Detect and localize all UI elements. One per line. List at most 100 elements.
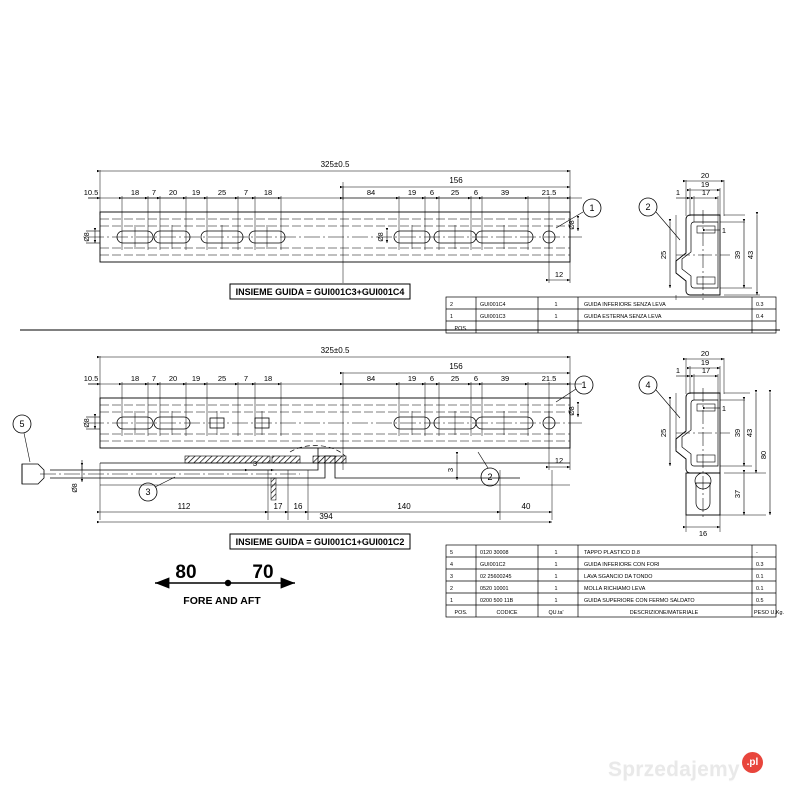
- table-row: 5 0120 30008 1 TAPPO PLASTICO D.8 -: [450, 550, 758, 556]
- table-row: 1 GUI001C3 1 GUIDA ESTERNA SENZA LEVA 0.…: [450, 314, 764, 320]
- balloon-group-bottom: [12, 375, 594, 502]
- cell-desc: GUIDA ESTERNA SENZA LEVA: [584, 314, 662, 320]
- cell-qty: 1: [555, 598, 558, 604]
- sec-top-balloon: 2: [645, 202, 650, 212]
- table-row: 1 0200 500 11B 1 GUIDA SUPERIORE CON FER…: [450, 598, 764, 604]
- watermark-text: Sprzedajemy: [608, 758, 740, 781]
- bot-chain-4: 19: [192, 374, 200, 383]
- aft-value: 70: [252, 562, 273, 583]
- bot-hole-dia-left: Ø8: [84, 418, 91, 427]
- cell-weight: 0.1: [756, 574, 764, 580]
- sec-top-w-mid: 19: [701, 180, 709, 189]
- bot-chain-13: 39: [501, 374, 509, 383]
- cell-desc: GUIDA INFERIORE SENZA LEVA: [584, 302, 666, 308]
- lower-total-dim: 394: [319, 512, 333, 521]
- bot-chain-14: 21.5: [542, 374, 557, 383]
- top-chain-7: 18: [264, 188, 272, 197]
- top-chain-10: 6: [430, 188, 434, 197]
- table-row: 3 02 25600245 1 LAVA SGANCIO DA TONDO 0.…: [450, 574, 764, 580]
- fore-aft-label: FORE AND AFT: [183, 595, 261, 607]
- cell-code: GUI001C4: [480, 302, 505, 308]
- bot-chain-7: 18: [264, 374, 272, 383]
- sec-bot-w-mid: 19: [701, 358, 709, 367]
- sec-bot-h-outer: 43: [745, 429, 754, 437]
- table-row: 4 GUI001C2 1 GUIDA INFERIORE CON FORI 0.…: [450, 562, 764, 568]
- lower-chain-0: 112: [178, 502, 191, 511]
- top-span-dim: 156: [449, 176, 463, 185]
- bot-bottom-dim: 12: [555, 456, 563, 465]
- cell-weight: -: [756, 550, 758, 556]
- lower-chain-4: 40: [522, 502, 531, 511]
- cell-qty: 1: [555, 586, 558, 592]
- table-row: 2 0520 10001 1 MOLLA RICHIAMO LEVA 0.1: [450, 586, 764, 592]
- top-view-title: INSIEME GUIDA = GUI001C3+GUI001C4: [236, 287, 405, 297]
- bot-chain-0: 10.5: [84, 374, 99, 383]
- top-chain-4: 19: [192, 188, 200, 197]
- bot-balloon-3: 3: [145, 487, 150, 497]
- detail-dim-3: 3: [253, 459, 257, 468]
- sec-bot-h-total: 80: [759, 451, 768, 459]
- cell-code: 0520 10001: [480, 586, 508, 592]
- top-bottom-dim: 12: [555, 270, 563, 279]
- section-top-profile: [675, 210, 730, 300]
- cell-weight: 0.4: [756, 314, 764, 320]
- cell-code: 0200 500 11B: [480, 598, 514, 604]
- cell-pos: 2: [450, 302, 453, 308]
- lower-chain-1: 17: [274, 502, 283, 511]
- top-chain-5: 25: [218, 188, 226, 197]
- top-hole-dia-left: Ø8: [84, 232, 91, 241]
- bot-chain-6: 7: [244, 374, 248, 383]
- table-header-row: POS. CODICE QU.ta' DESCRIZIONE/MATERIALE…: [455, 610, 784, 616]
- balloon-2-section: [638, 197, 681, 241]
- table-header-qty: QU.ta': [548, 610, 563, 616]
- table-header-weight: PESO U.Kg.: [754, 610, 784, 616]
- bot-chain-3: 20: [169, 374, 177, 383]
- top-balloon-label: 1: [589, 203, 594, 213]
- cell-pos: 5: [450, 550, 453, 556]
- top-chain-0: 10.5: [84, 188, 99, 197]
- sec-bot-h-left: 25: [659, 429, 668, 437]
- cell-desc: GUIDA SUPERIORE CON FERMO SALDATO: [584, 598, 695, 604]
- sec-bot-w-tab: 16: [699, 529, 707, 538]
- cell-code: 02 25600245: [480, 574, 511, 580]
- cell-pos: 3: [450, 574, 453, 580]
- sec-top-h-left: 25: [659, 251, 668, 259]
- bot-chain-5: 25: [218, 374, 226, 383]
- top-chain-14: 21.5: [542, 188, 557, 197]
- table-header-code: CODICE: [497, 610, 518, 616]
- lower-chain-3: 140: [397, 502, 411, 511]
- top-overall-dim: 325±0.5: [321, 160, 350, 169]
- cell-qty: 1: [555, 550, 558, 556]
- top-view-rail: [88, 211, 582, 263]
- cell-weight: 0.3: [756, 562, 764, 568]
- table-header-pos: POS.: [455, 610, 468, 616]
- sec-top-t-inner: 1: [722, 226, 726, 235]
- sec-top-h-outer: 43: [746, 251, 755, 259]
- fore-aft-arrows: [155, 577, 295, 589]
- sec-bot-t-left: 1: [676, 366, 680, 375]
- cell-qty: 1: [555, 314, 558, 320]
- top-chain-12: 6: [474, 188, 478, 197]
- cell-qty: 1: [555, 562, 558, 568]
- table-row: 2 GUI001C4 1 GUIDA INFERIORE SENZA LEVA …: [450, 302, 764, 308]
- bottom-view-title: INSIEME GUIDA = GUI001C1+GUI001C2: [236, 537, 405, 547]
- sec-bot-h-tab: 37: [733, 490, 742, 498]
- bottom-view-rail: [88, 397, 582, 449]
- bot-balloon-5: 5: [19, 419, 24, 429]
- bot-overall-dim: 325±0.5: [321, 346, 350, 355]
- cell-pos: 1: [450, 598, 453, 604]
- section-bottom-profile: [675, 388, 730, 520]
- watermark-badge: .pl: [742, 752, 763, 773]
- top-chain-3: 20: [169, 188, 177, 197]
- sec-bot-w-outer: 20: [701, 349, 709, 358]
- cell-qty: 1: [555, 302, 558, 308]
- top-chain-2: 7: [152, 188, 156, 197]
- cell-code: GUI001C2: [480, 562, 505, 568]
- cell-pos: 2: [450, 586, 453, 592]
- sec-bot-h-mid: 39: [733, 429, 742, 437]
- top-hole-dia-mid: Ø8: [378, 232, 385, 241]
- top-chain-8: 84: [367, 188, 375, 197]
- cell-pos: 4: [450, 562, 453, 568]
- top-chain-9: 19: [408, 188, 416, 197]
